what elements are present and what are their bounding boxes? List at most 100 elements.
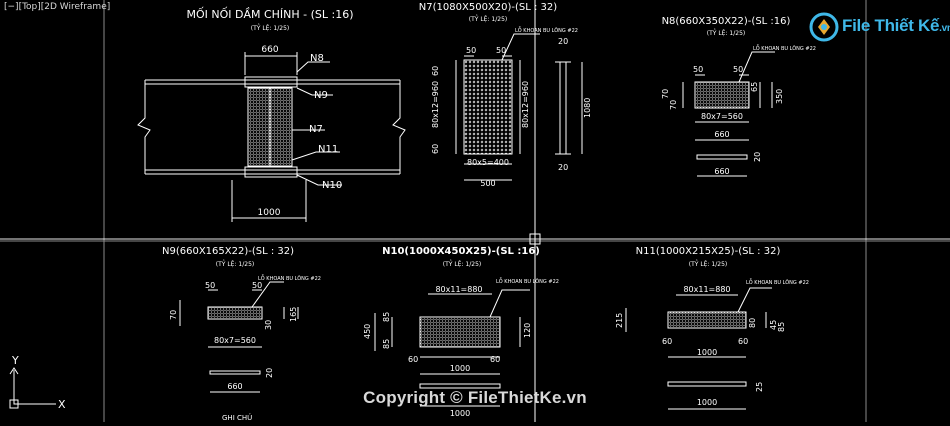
n7-dim-3: 60 <box>431 66 440 76</box>
logo-icon <box>809 12 839 42</box>
site-logo: File Thiết Kế.vn <box>808 10 950 44</box>
n10-note: LỖ KHOAN BU LÔNG #22 <box>496 277 559 285</box>
ucs-y-label: Y <box>11 354 19 367</box>
n7-dim-9: 1080 <box>583 98 592 118</box>
n8-drawing <box>682 51 775 177</box>
n7-dim-4: 80x12=960 <box>431 81 440 128</box>
n7-note: LỖ KHOAN BU LÔNG #22 <box>515 26 578 34</box>
n7-dim-8: 500 <box>480 179 495 188</box>
label-n10: N10 <box>322 180 342 191</box>
n9-dim-6: 80x7=560 <box>214 336 256 345</box>
n8-scale: (TỶ LỆ: 1/25) <box>707 29 745 37</box>
n7-dim-11: 20 <box>558 163 568 172</box>
main-splice-text: MỐI NỐI DẦM CHÍNH - (SL :16) (TỶ LỆ: 1/2… <box>186 7 353 218</box>
n8-note: LỖ KHOAN BU LÔNG #22 <box>753 44 816 52</box>
main-title: MỐI NỐI DẦM CHÍNH - (SL :16) <box>186 7 353 21</box>
n9-drawing <box>179 281 299 393</box>
n10-dim-2: 85 <box>382 312 391 322</box>
n8-text: N8(660X350X22)-(SL :16) (TỶ LỆ: 1/25) LỖ… <box>661 16 816 176</box>
n9-dim-7: 20 <box>265 368 274 378</box>
n11-dim-9: 25 <box>755 382 764 392</box>
n11-dim-3: 45 <box>769 320 778 330</box>
n9-dim-5: 165 <box>289 307 298 322</box>
label-n8: N8 <box>310 53 324 64</box>
n10-dim-9: 1000 <box>450 409 470 418</box>
n9-dim-2: 50 <box>252 281 262 290</box>
n8-title: N8(660X350X22)-(SL :16) <box>662 16 791 27</box>
viewport-controls[interactable]: [−][Top][2D Wireframe] <box>4 2 111 12</box>
logo-text: File Thiết Kế.vn <box>842 16 950 36</box>
n10-scale: (TỶ LỆ: 1/25) <box>443 260 481 268</box>
n11-title: N11(1000X215X25)-(SL : 32) <box>636 246 781 257</box>
label-n11: N11 <box>318 144 338 155</box>
n7-dim-7: 80x5=400 <box>467 158 509 167</box>
main-dim-bottom: 1000 <box>258 208 281 218</box>
n9-dim-1: 50 <box>205 281 215 290</box>
n7-text: N7(1080X500X20)-(SL : 32) (TỶ LỆ: 1/25) … <box>419 2 592 188</box>
n11-note: LỖ KHOAN BU LÔNG #22 <box>746 278 809 286</box>
n11-text: N11(1000X215X25)-(SL : 32) (TỶ LỆ: 1/25)… <box>615 246 809 407</box>
n9-text: N9(660X165X22)-(SL : 32) (TỶ LỆ: 1/25) L… <box>162 246 321 422</box>
n7-drawing <box>455 33 583 181</box>
logo-suffix: .vn <box>939 23 950 34</box>
n11-dim-1: 80x11=880 <box>683 285 730 294</box>
n7-dim-1: 50 <box>466 46 476 55</box>
n8-dim-3: 70 <box>661 89 670 99</box>
n8-dim-10: 660 <box>714 167 729 176</box>
n9-title: N9(660X165X22)-(SL : 32) <box>162 246 294 257</box>
n11-dim-4: 85 <box>777 322 786 332</box>
n7-dim-2: 50 <box>496 46 506 55</box>
n11-dim-5: 80 <box>748 318 757 328</box>
n8-dim-4: 70 <box>669 100 678 110</box>
n10-dim-3: 450 <box>363 324 372 339</box>
ucs-icon <box>9 367 56 409</box>
n8-dim-5: 65 <box>750 82 759 92</box>
label-n7: N7 <box>309 124 323 135</box>
n8-dim-8: 660 <box>714 130 729 139</box>
n7-title: N7(1080X500X20)-(SL : 32) <box>419 2 557 13</box>
n11-drawing <box>625 287 772 410</box>
n11-scale: (TỶ LỆ: 1/25) <box>689 260 727 268</box>
main-splice-drawing <box>137 52 406 222</box>
ucs-x-label: X <box>58 398 66 411</box>
n9-scale: (TỶ LỆ: 1/25) <box>216 260 254 268</box>
n10-dim-4: 85 <box>382 339 391 349</box>
n8-dim-7: 80x7=560 <box>701 112 743 121</box>
n8-dim-1: 50 <box>693 65 703 74</box>
n11-dim-7: 1000 <box>697 348 717 357</box>
n10-text: N10(1000X450X25)-(SL :16) (TỶ LỆ: 1/25) … <box>363 246 559 418</box>
n9-dim-3: 70 <box>169 310 178 320</box>
logo-name: File Thiết Kế <box>842 16 940 35</box>
ucs-labels: Y X <box>11 354 66 411</box>
n11-dim-8: 60 <box>738 337 748 346</box>
n10-dim-6: 60 <box>408 355 418 364</box>
n9-note: LỖ KHOAN BU LÔNG #22 <box>258 274 321 282</box>
n10-dim-8: 1000 <box>450 364 470 373</box>
n7-dim-5: 60 <box>431 144 440 154</box>
n11-dim-6: 60 <box>662 337 672 346</box>
n8-dim-9: 20 <box>753 152 762 162</box>
n11-dim-10: 1000 <box>697 398 717 407</box>
n8-dim-6: 350 <box>775 89 784 104</box>
notes-label: GHI CHÚ <box>222 413 252 422</box>
n10-dim-5: 120 <box>523 323 532 338</box>
n11-dim-2: 215 <box>615 313 624 328</box>
main-dim-top: 660 <box>261 45 278 55</box>
n8-dim-2: 50 <box>733 65 743 74</box>
n10-drawing <box>374 289 530 407</box>
n9-dim-4: 30 <box>264 320 273 330</box>
n10-dim-1: 80x11=880 <box>435 285 482 294</box>
n10-title: N10(1000X450X25)-(SL :16) <box>382 246 540 257</box>
main-scale: (TỶ LỆ: 1/25) <box>251 24 289 32</box>
label-n9: N9 <box>314 90 328 101</box>
n7-dim-10: 20 <box>558 37 568 46</box>
n9-dim-8: 660 <box>227 382 242 391</box>
copyright-watermark: Copyright © FileThietKe.vn <box>363 388 587 407</box>
n7-scale: (TỶ LỆ: 1/25) <box>469 15 507 23</box>
n7-dim-6: 80x12=960 <box>521 81 530 128</box>
n10-dim-7: 60 <box>490 355 500 364</box>
